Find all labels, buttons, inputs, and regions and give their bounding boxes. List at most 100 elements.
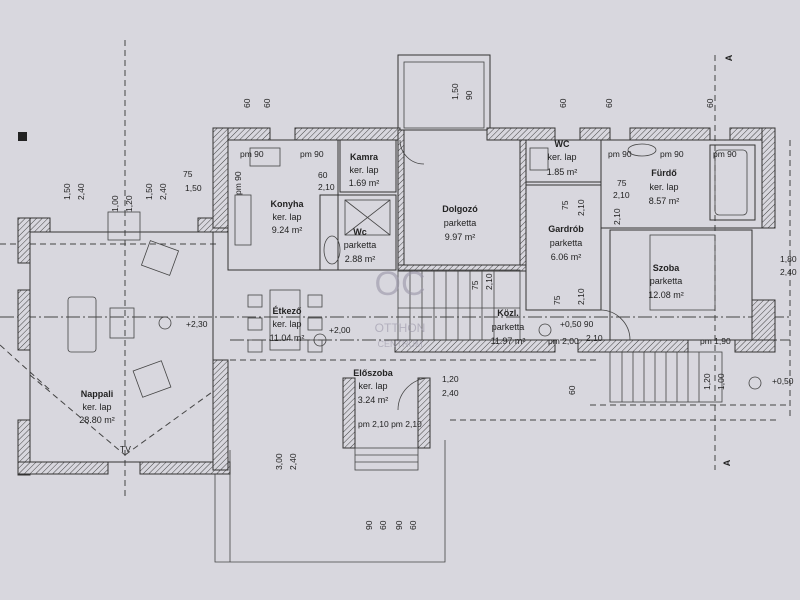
dimension-label: ker. lap bbox=[349, 165, 378, 175]
watermark-logo: OC OTTHON CENTRUM bbox=[375, 265, 426, 349]
dimension-label: parketta bbox=[492, 322, 525, 332]
walls bbox=[17, 127, 776, 476]
dimension-label: 8.57 m² bbox=[649, 196, 680, 206]
room-etkezo: Étkező ker. lap 11.04 m² bbox=[270, 306, 305, 343]
dimension-label: pm 90 bbox=[240, 149, 264, 159]
dimension-label: ker. lap bbox=[649, 182, 678, 192]
dimension-label: 12.08 m² bbox=[648, 290, 684, 300]
dimension-label: 60 bbox=[318, 170, 328, 180]
dimension-label: +2,30 bbox=[186, 319, 208, 329]
room-kamra: Kamra ker. lap 1.69 m² bbox=[349, 152, 380, 188]
dimension-label: ker. lap bbox=[272, 319, 301, 329]
dimension-label: 2,40 bbox=[288, 453, 298, 470]
room-szoba: Szoba parketta 12.08 m² bbox=[648, 263, 684, 300]
dimension-label: 1.69 m² bbox=[349, 178, 380, 188]
dimension-label: pm 90 bbox=[233, 171, 243, 195]
room-gardrob: Gardrób parketta 6.06 m² bbox=[548, 224, 584, 262]
dimension-label: 2,10 bbox=[586, 333, 603, 343]
dimension-label: Fürdő bbox=[651, 168, 677, 178]
room-nappali: Nappali ker. lap 28.80 m² bbox=[79, 389, 115, 425]
dimension-label: 2,40 bbox=[780, 267, 797, 277]
dimension-label: parketta bbox=[650, 276, 683, 286]
dimension-label: pm 90 bbox=[300, 149, 324, 159]
dimension-label: 9.24 m² bbox=[272, 225, 303, 235]
dimension-label: 60 bbox=[604, 98, 614, 108]
dimension-label: 2,10 bbox=[613, 190, 630, 200]
dimension-label: 75 bbox=[560, 200, 570, 210]
dimension-label: pm 2,10 pm 2,10 bbox=[358, 419, 422, 429]
entrance-stairs bbox=[609, 351, 723, 403]
dimension-label: 2.88 m² bbox=[345, 254, 376, 264]
room-furdo: Fürdő ker. lap 8.57 m² bbox=[649, 168, 680, 206]
dimension-label: 1,50 bbox=[185, 183, 202, 193]
dimension-label: pm 1,90 bbox=[700, 336, 731, 346]
dimension-label: 9.97 m² bbox=[445, 232, 476, 242]
dimension-label: 1,50 bbox=[62, 183, 72, 200]
dimension-label: Étkező bbox=[272, 306, 302, 316]
dimension-label: 2,10 bbox=[576, 288, 586, 305]
room-labels: Nappali ker. lap 28.80 m² Konyha ker. lap 9.… bbox=[79, 139, 684, 425]
dimension-label: 2,10 bbox=[576, 199, 586, 216]
dimension-label: ker. lap bbox=[82, 402, 111, 412]
dimension-label: Wc bbox=[353, 227, 367, 237]
room-outlines bbox=[29, 139, 763, 463]
dimension-label: 60 bbox=[567, 385, 577, 395]
dimension-label: +2,00 bbox=[329, 325, 351, 335]
dimension-label: 75 bbox=[552, 295, 562, 305]
dimension-label: 6.06 m² bbox=[551, 252, 582, 262]
dimension-label: 11.04 m² bbox=[270, 333, 305, 343]
north-marker bbox=[18, 132, 27, 141]
dimension-label: 1.85 m² bbox=[547, 167, 578, 177]
dimension-label: parketta bbox=[444, 218, 477, 228]
dimension-label: 60 bbox=[705, 98, 715, 108]
dimension-label: parketta bbox=[344, 240, 377, 250]
dimension-label: Kamra bbox=[350, 152, 379, 162]
dimension-label: 60 bbox=[558, 98, 568, 108]
room-kozl: Közl. parketta 11.97 m² bbox=[491, 308, 526, 346]
svg-text:OC: OC bbox=[375, 265, 426, 303]
dimension-label: Előszoba bbox=[353, 368, 394, 378]
front-stairs bbox=[354, 447, 419, 471]
dimension-label: 90 bbox=[394, 520, 404, 530]
top-balcony bbox=[397, 54, 491, 131]
dimension-label: 1,50 bbox=[144, 183, 154, 200]
dimension-label: 1,00 bbox=[110, 195, 120, 212]
dimension-label: TV bbox=[120, 444, 131, 454]
dimension-label: Dolgozó bbox=[442, 204, 478, 214]
dimension-label: 3.24 m² bbox=[358, 395, 389, 405]
dimension-label: 60 bbox=[408, 520, 418, 530]
dimension-label: 90 bbox=[464, 90, 474, 100]
dimension-label: 2,40 bbox=[442, 388, 459, 398]
dimension-label: 11.97 m² bbox=[491, 336, 526, 346]
dimension-label: +0,50 90 bbox=[560, 319, 594, 329]
dimension-label: pm 90 bbox=[608, 149, 632, 159]
room-konyha: Konyha ker. lap 9.24 m² bbox=[270, 199, 304, 235]
dimension-label: parketta bbox=[550, 238, 583, 248]
dimension-label: 1,50 bbox=[450, 83, 460, 100]
dimension-label: ker. lap bbox=[547, 152, 576, 162]
dimension-label: Gardrób bbox=[548, 224, 584, 234]
dimension-label: WC bbox=[555, 139, 570, 149]
dimension-label: 28.80 m² bbox=[79, 415, 115, 425]
dimension-label: Közl. bbox=[497, 308, 519, 318]
dimension-label: Konyha bbox=[270, 199, 304, 209]
dimension-label: 75 bbox=[470, 280, 480, 290]
dimension-label: 2,40 bbox=[76, 183, 86, 200]
dimension-label: 60 bbox=[262, 98, 272, 108]
dimension-label: 1,20 bbox=[124, 195, 134, 212]
dimension-label: Szoba bbox=[653, 263, 680, 273]
dimension-label: 2,40 bbox=[158, 183, 168, 200]
dimension-label: 1,20 bbox=[442, 374, 459, 384]
dimension-labels: 1,50 2,40 1,00 1,20 75 1,50 2,40 1,50 pm… bbox=[62, 83, 797, 530]
dimension-label: 60 bbox=[242, 98, 252, 108]
room-wc: Wc parketta 2.88 m² bbox=[344, 227, 377, 264]
dimension-label: Nappali bbox=[81, 389, 114, 399]
svg-text:CENTRUM: CENTRUM bbox=[378, 339, 423, 349]
dimension-label: 2,10 bbox=[484, 273, 494, 290]
dimension-label: +0,50 bbox=[772, 376, 794, 386]
dimension-label: 75 bbox=[183, 169, 193, 179]
dimension-label: ker. lap bbox=[272, 212, 301, 222]
dimension-label: pm 90 bbox=[713, 149, 737, 159]
level-marks: +2,30 +2,00 +0,50 90 +0,50 bbox=[186, 319, 794, 386]
